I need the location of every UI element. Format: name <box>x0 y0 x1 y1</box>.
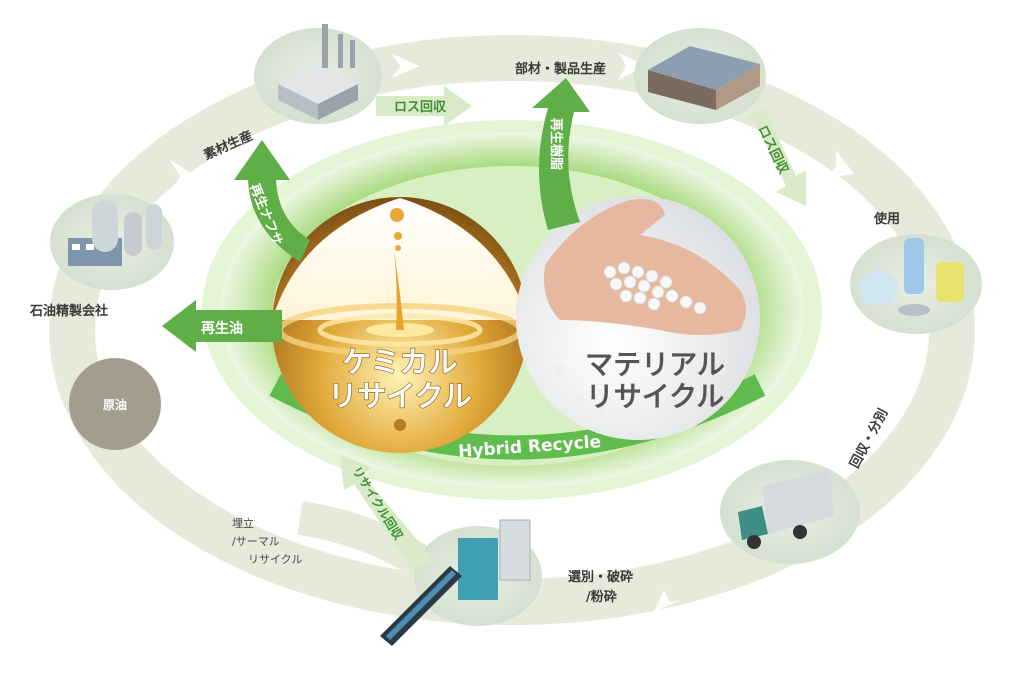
use-station <box>850 234 982 334</box>
sorting-station <box>380 519 542 646</box>
sorting-label-1: 選別・破砕 <box>568 570 634 585</box>
recycled-oil-arrow: 再生油 <box>162 300 282 352</box>
landfill-label-1: 埋立 <box>232 517 254 530</box>
landfill-label-3: リサイクル <box>248 553 303 566</box>
recycled-oil-label: 再生油 <box>201 320 243 337</box>
collection-station <box>720 460 860 564</box>
refinery-station <box>50 194 174 290</box>
hand-shape <box>544 199 746 335</box>
parts-production-station <box>634 28 766 124</box>
recycled-resin-label: 再生樹脂 <box>548 118 564 170</box>
material-recycle-title-1: マテリアル <box>585 348 725 381</box>
landfill-label-2: /サーマル <box>232 535 280 548</box>
sorting-label-2: /粉砕 <box>586 590 617 605</box>
chemical-recycle-image <box>272 197 528 453</box>
chemical-recycle-title-1: ケミカル <box>342 345 457 379</box>
parts-production-label: 部材・製品生産 <box>515 62 607 77</box>
crude-oil-station: 原油 <box>69 358 161 450</box>
material-recycle-image <box>516 196 760 440</box>
recycled-resin-arrow: 再生樹脂 <box>532 78 590 230</box>
use-label: 使用 <box>874 212 901 227</box>
material-recycle-title-2: リサイクル <box>586 380 725 413</box>
crude-oil-label: 原油 <box>103 397 127 412</box>
material-production-station <box>254 24 382 124</box>
refinery-label: 石油精製会社 <box>30 304 109 319</box>
loss-recovery-label-1: ロス回収 <box>394 100 447 115</box>
chemical-recycle-title-2: リサイクル <box>328 379 472 413</box>
loss-recovery-arrow-1: ロス回収 <box>376 86 472 126</box>
